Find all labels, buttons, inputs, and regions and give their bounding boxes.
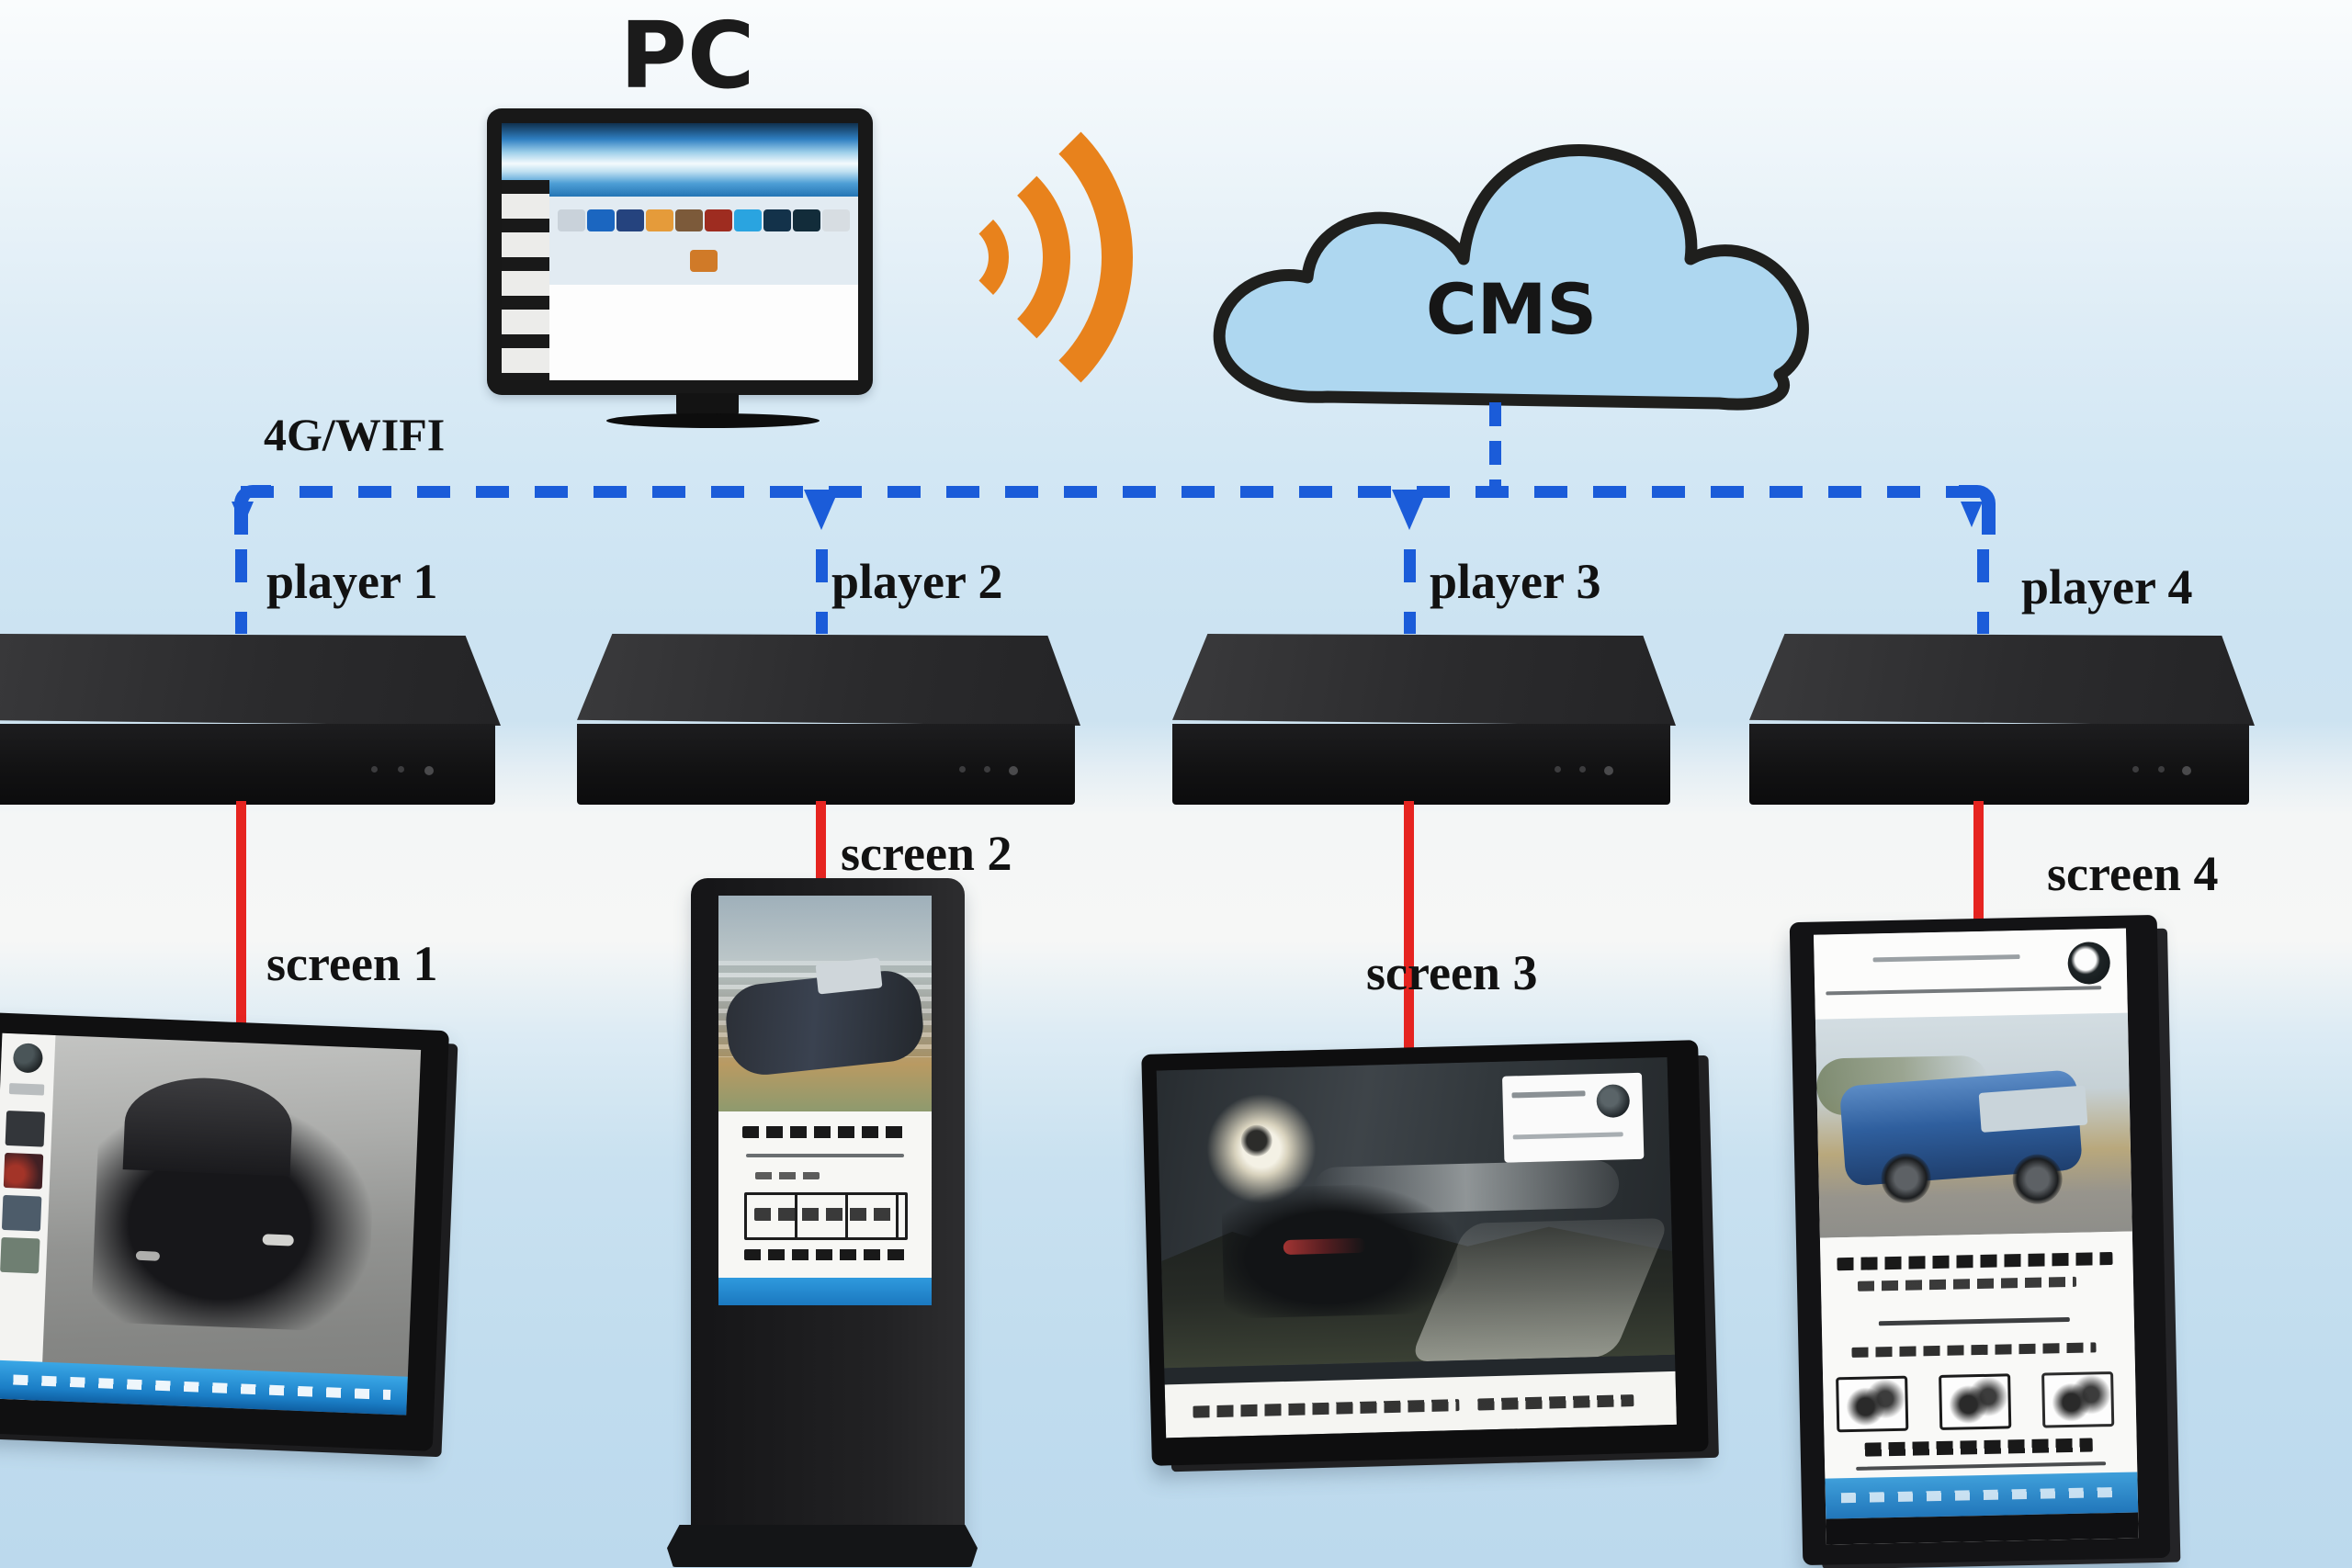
screen1-ticker-bar — [0, 1359, 408, 1416]
player4-label: player 4 — [2021, 559, 2193, 615]
screen4-label: screen 4 — [2047, 846, 2219, 901]
screen2-spec-table — [744, 1192, 908, 1240]
brand-logo-icon — [12, 1043, 44, 1074]
pc-label: PC — [619, 2, 755, 109]
wifi-signal-icon — [763, 73, 1148, 441]
screen4-header — [1814, 928, 2128, 1020]
screen2-car-photo — [718, 896, 932, 1111]
media-player-1-icon — [0, 634, 501, 805]
screen4-portrait-display-icon — [1789, 914, 2171, 1566]
screen1-content — [0, 1032, 422, 1416]
player3-label: player 3 — [1430, 554, 1601, 609]
desktop-sidebar — [502, 180, 549, 380]
media-player-3-icon — [1172, 634, 1676, 805]
drop-line-player2 — [816, 549, 828, 634]
screen2-info-panel — [718, 1111, 932, 1278]
network-bus-line — [241, 486, 1988, 498]
cloud-connector-line — [1489, 402, 1501, 487]
screen3-night-photo — [1156, 1057, 1675, 1369]
screen2-ticker-bar — [718, 1278, 932, 1305]
screen1-sidebar — [0, 1032, 56, 1401]
screen3-wall-display-icon — [1141, 1040, 1709, 1466]
screen2-kiosk-base — [667, 1525, 978, 1567]
screen2-kiosk-icon — [667, 878, 978, 1567]
cable-player4-screen4 — [1973, 801, 1984, 928]
cms-cloud-icon: CMS — [1190, 129, 1874, 413]
player2-label: player 2 — [831, 554, 1003, 609]
brand-logo-icon — [2067, 941, 2111, 985]
screen4-info-panel — [1819, 1231, 2138, 1479]
cable-player1-screen1 — [236, 801, 246, 1038]
monitor-stand-base — [606, 413, 820, 428]
screen4-ticker-bar — [1825, 1472, 2139, 1519]
drop-line-player3 — [1404, 549, 1416, 634]
screen4-suv-photo — [1815, 1012, 2132, 1238]
screen2-content — [718, 896, 932, 1305]
media-player-4-icon — [1749, 634, 2255, 805]
drop-arrow-player1 — [232, 502, 254, 527]
drop-line-player1 — [235, 549, 247, 634]
bus-corner-right — [1959, 485, 1996, 535]
cms-label: CMS — [1425, 268, 1598, 350]
network-label: 4G/WIFI — [264, 409, 446, 460]
drop-line-player4 — [1977, 549, 1989, 634]
screen2-label: screen 2 — [841, 826, 1012, 881]
screen3-logo-card — [1501, 1072, 1645, 1163]
screen3-caption-bar — [1164, 1371, 1677, 1438]
cable-player2-screen2 — [816, 801, 826, 886]
cable-player3-screen3 — [1404, 801, 1414, 1060]
cloud-shape — [1213, 144, 1809, 411]
screen4-feature-icons — [1830, 1371, 2129, 1433]
screen3-content — [1156, 1057, 1677, 1438]
screen3-label: screen 3 — [1366, 945, 1538, 1000]
drop-arrow-player3 — [1392, 490, 1427, 530]
wifi-arc-large — [778, 80, 1133, 434]
drop-arrow-player2 — [804, 490, 839, 530]
screen1-wall-display-icon — [0, 1012, 449, 1451]
player1-label: player 1 — [266, 554, 438, 609]
screen1-label: screen 1 — [266, 936, 438, 991]
screen4-content — [1814, 928, 2139, 1545]
media-player-2-icon — [577, 634, 1080, 805]
drop-arrow-player4 — [1961, 502, 1983, 527]
